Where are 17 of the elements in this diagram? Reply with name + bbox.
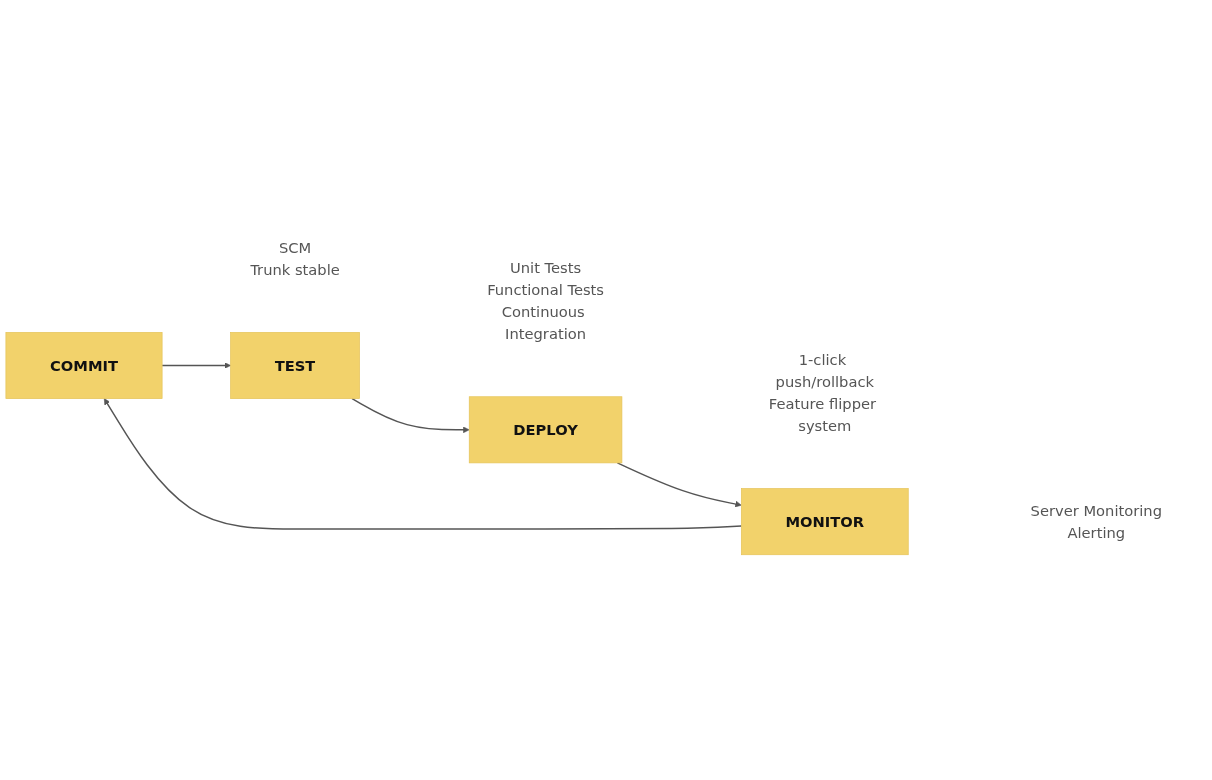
node-label: SCM [278, 238, 312, 257]
node-box: MONITOR [741, 487, 909, 555]
node-box: TEST [230, 331, 360, 399]
node-label: Feature flipper system [768, 394, 877, 435]
node-label: 1-click push/rollback [775, 350, 874, 391]
arrow [103, 397, 743, 530]
node-box: DEPLOY [468, 396, 623, 463]
node-box: COMMIT [5, 331, 163, 399]
arrow [616, 461, 742, 507]
node-label: Alerting [1067, 523, 1126, 542]
node-label: Functional Tests [487, 281, 605, 299]
node-label: Unit Tests [509, 259, 582, 277]
node-label: Continuous Integration [501, 303, 587, 343]
arrow [161, 361, 231, 369]
node-label: Trunk stable [250, 260, 340, 279]
arrow [351, 397, 470, 433]
node-label: Server Monitoring [1030, 501, 1163, 520]
